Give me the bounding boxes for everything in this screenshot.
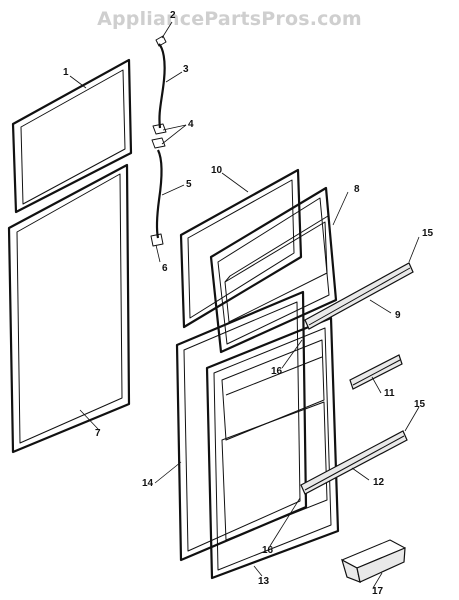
callout-9: 9 — [395, 310, 401, 321]
fresh-food-door-liner — [205, 316, 340, 580]
callout-5: 5 — [186, 179, 192, 190]
door-shelf-bar-upper — [304, 262, 414, 330]
hinge-assembly — [150, 35, 167, 247]
callout-16-lower: 16 — [262, 545, 274, 556]
callout-7: 7 — [95, 428, 101, 439]
callout-16-upper: 16 — [271, 366, 283, 377]
callout-13: 13 — [258, 576, 270, 587]
fresh-food-gasket — [7, 163, 131, 454]
callout-1: 1 — [63, 67, 69, 78]
door-shelf-bar-lower — [300, 430, 408, 495]
callout-15-lower: 15 — [414, 399, 426, 410]
callout-4: 4 — [188, 119, 194, 130]
dairy-bin — [341, 539, 406, 583]
callout-3: 3 — [183, 64, 189, 75]
shelf-retainer — [349, 354, 403, 390]
callout-14: 14 — [142, 478, 154, 489]
freezer-gasket — [11, 58, 133, 214]
callout-12: 12 — [373, 477, 385, 488]
fresh-food-liner-gasket — [175, 290, 308, 562]
freezer-liner-gasket — [179, 168, 303, 329]
callout-8: 8 — [354, 184, 360, 195]
callout-10: 10 — [211, 165, 223, 176]
callout-15-upper: 15 — [422, 228, 434, 239]
callout-2: 2 — [170, 10, 176, 21]
leader-lines — [69, 21, 420, 589]
callout-17: 17 — [372, 586, 384, 597]
watermark: AppliancePartsPros.com — [97, 8, 362, 30]
freezer-door-liner — [209, 186, 338, 354]
callout-11: 11 — [384, 388, 395, 399]
callout-6: 6 — [162, 263, 168, 274]
